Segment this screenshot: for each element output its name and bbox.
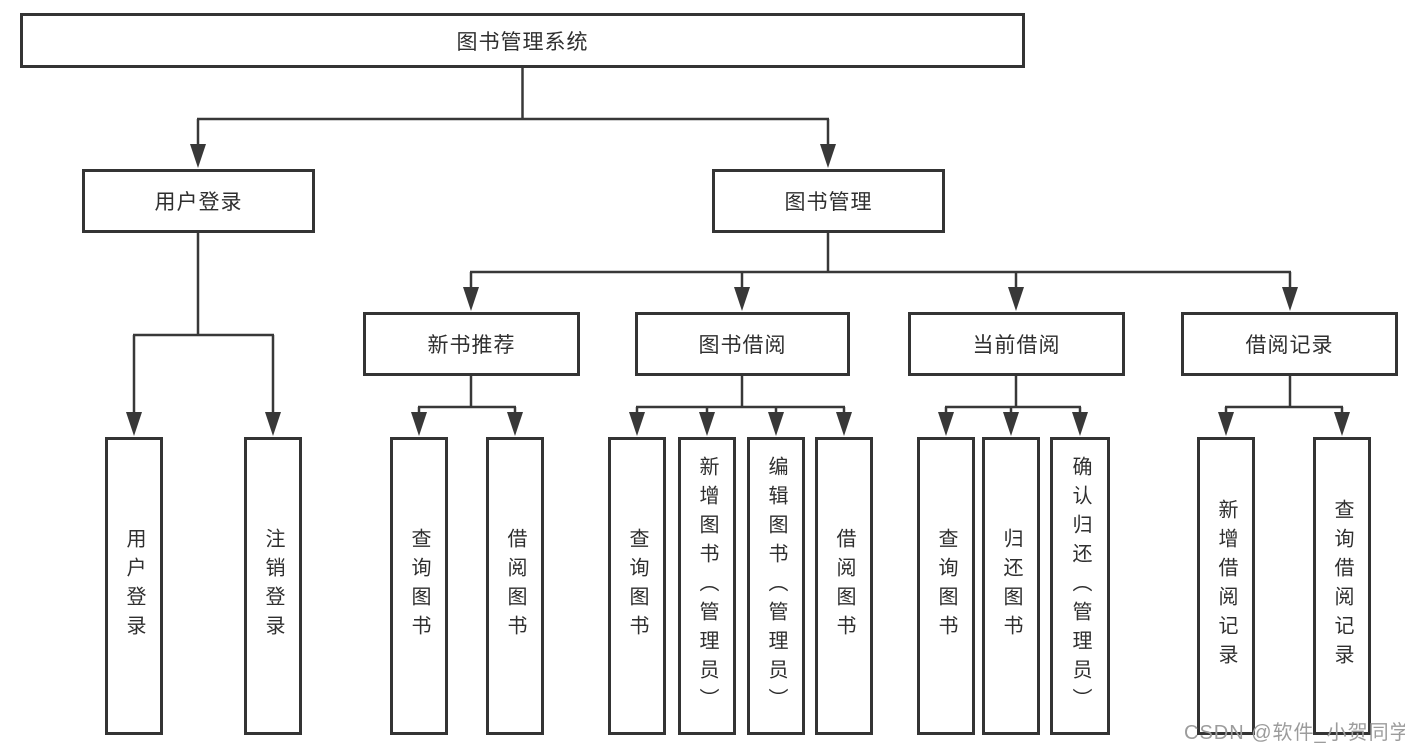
leaf-logout-label: 注销登录 (262, 528, 284, 644)
node-book-borrow: 图书借阅 (635, 312, 850, 376)
leaf-return-books: 归还图书 (982, 437, 1040, 735)
csdn-watermark: CSDN @软件_小贺同学 (1184, 722, 1405, 744)
leaf-logout: 注销登录 (244, 437, 302, 735)
leaf-query-borrow-record: 查询借阅记录 (1313, 437, 1371, 735)
leaf-query-books-3: 查询图书 (917, 437, 975, 735)
arrowheads (126, 144, 1350, 436)
node-root: 图书管理系统 (20, 13, 1025, 68)
leaf-add-borrow-record: 新增借阅记录 (1197, 437, 1255, 735)
node-borrow-records: 借阅记录 (1181, 312, 1398, 376)
leaf-add-borrow-record-label: 新增借阅记录 (1215, 499, 1237, 673)
leaf-add-book-admin-label: 新增图书（管理员） (696, 455, 718, 717)
leaf-query-books-2-label: 查询图书 (626, 528, 648, 644)
node-book-management: 图书管理 (712, 169, 945, 233)
leaf-query-borrow-record-label: 查询借阅记录 (1331, 499, 1353, 673)
leaf-borrow-books-2: 借阅图书 (815, 437, 873, 735)
leaf-borrow-books-1-label: 借阅图书 (504, 528, 526, 644)
leaf-add-book-admin: 新增图书（管理员） (678, 437, 736, 735)
node-user-login: 用户登录 (82, 169, 315, 233)
node-current-borrow: 当前借阅 (908, 312, 1125, 376)
leaf-query-books-2: 查询图书 (608, 437, 666, 735)
leaf-borrow-books-1: 借阅图书 (486, 437, 544, 735)
leaf-user-login-label: 用户登录 (123, 528, 145, 644)
leaf-query-books-1: 查询图书 (390, 437, 448, 735)
leaf-edit-book-admin-label: 编辑图书（管理员） (765, 455, 787, 717)
leaf-confirm-return-admin: 确认归还（管理员） (1050, 437, 1110, 735)
leaf-user-login: 用户登录 (105, 437, 163, 735)
node-new-book-recommend: 新书推荐 (363, 312, 580, 376)
leaf-confirm-return-admin-label: 确认归还（管理员） (1069, 455, 1091, 717)
leaf-return-books-label: 归还图书 (1000, 528, 1022, 644)
leaf-edit-book-admin: 编辑图书（管理员） (747, 437, 805, 735)
leaf-borrow-books-2-label: 借阅图书 (833, 528, 855, 644)
leaf-query-books-3-label: 查询图书 (935, 528, 957, 644)
leaf-query-books-1-label: 查询图书 (408, 528, 430, 644)
